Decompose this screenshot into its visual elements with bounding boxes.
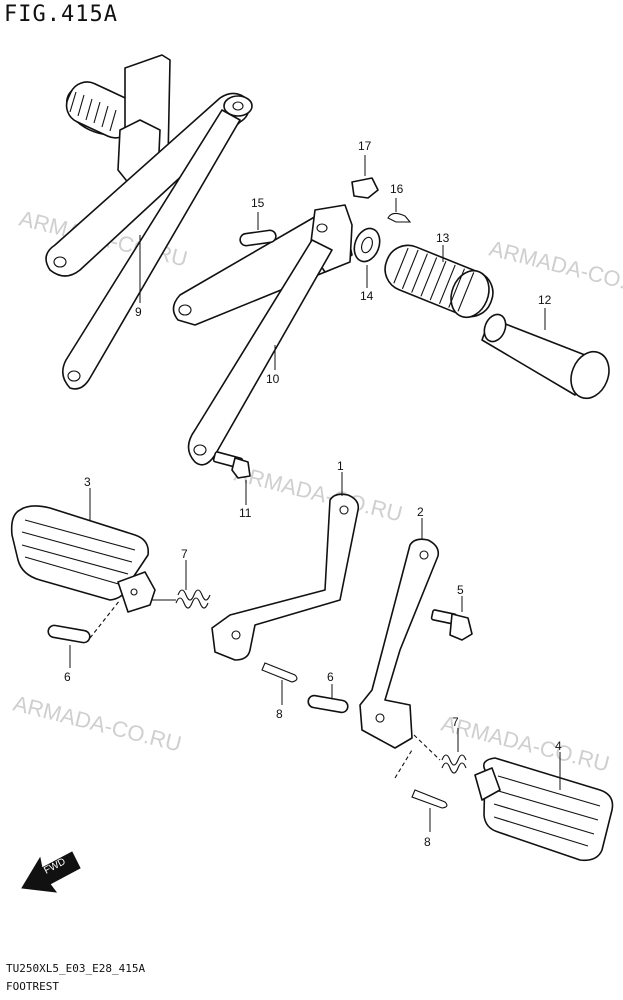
spring-7 bbox=[152, 589, 211, 609]
callout-13: 13 bbox=[436, 231, 450, 245]
callout-7: 7 bbox=[181, 547, 188, 561]
footrest-4 bbox=[474, 757, 614, 862]
footrest-bracket-1 bbox=[211, 493, 360, 661]
cotter-pin-8 bbox=[394, 749, 448, 809]
callout-5: 5 bbox=[457, 583, 464, 597]
footrest-bracket-2 bbox=[359, 538, 440, 749]
callout-17: 17 bbox=[358, 139, 372, 153]
figure-name: FOOTREST bbox=[6, 980, 59, 993]
bolt-11 bbox=[212, 451, 251, 479]
callout-8: 8 bbox=[424, 835, 431, 849]
callout-15: 15 bbox=[251, 196, 265, 210]
watermark: ARMADA-CO.RU bbox=[11, 691, 184, 757]
footrest-3 bbox=[10, 505, 156, 613]
pin-6 bbox=[307, 694, 349, 714]
watermark: ARMADA-CO.RU bbox=[487, 236, 623, 302]
figure-code: TU250XL5_E03_E28_415A bbox=[6, 962, 146, 975]
footrest-bar-12 bbox=[481, 313, 610, 400]
callout-1: 1 bbox=[337, 459, 344, 473]
figure-title: FIG.415A bbox=[4, 2, 118, 27]
footrest-bracket-10 bbox=[172, 204, 353, 466]
callout-14: 14 bbox=[360, 289, 374, 303]
pin-6 bbox=[47, 599, 121, 644]
callout-7: 7 bbox=[452, 715, 459, 729]
footrest-rubber-13 bbox=[384, 244, 494, 319]
callout-2: 2 bbox=[417, 505, 424, 519]
pin-15 bbox=[239, 229, 277, 247]
callout-11: 11 bbox=[239, 506, 252, 520]
callout-6: 6 bbox=[327, 670, 334, 684]
footrest-bracket-9 bbox=[45, 54, 253, 390]
cotter-pin-16 bbox=[387, 212, 412, 223]
callout-4: 4 bbox=[555, 739, 562, 753]
callout-10: 10 bbox=[266, 372, 280, 386]
cotter-pin-8 bbox=[261, 662, 298, 683]
spring-7 bbox=[413, 734, 467, 774]
nut-17 bbox=[351, 177, 379, 199]
washer-14 bbox=[353, 227, 381, 263]
callout-12: 12 bbox=[538, 293, 552, 307]
callout-9: 9 bbox=[135, 305, 142, 319]
watermark: ARMADA-CO.RU bbox=[232, 461, 405, 527]
callout-8: 8 bbox=[276, 707, 283, 721]
bolt-5 bbox=[430, 609, 473, 641]
callout-3: 3 bbox=[84, 475, 91, 489]
fwd-arrow-icon: FWD bbox=[21, 851, 81, 893]
callout-16: 16 bbox=[390, 182, 404, 196]
callout-6: 6 bbox=[64, 670, 71, 684]
